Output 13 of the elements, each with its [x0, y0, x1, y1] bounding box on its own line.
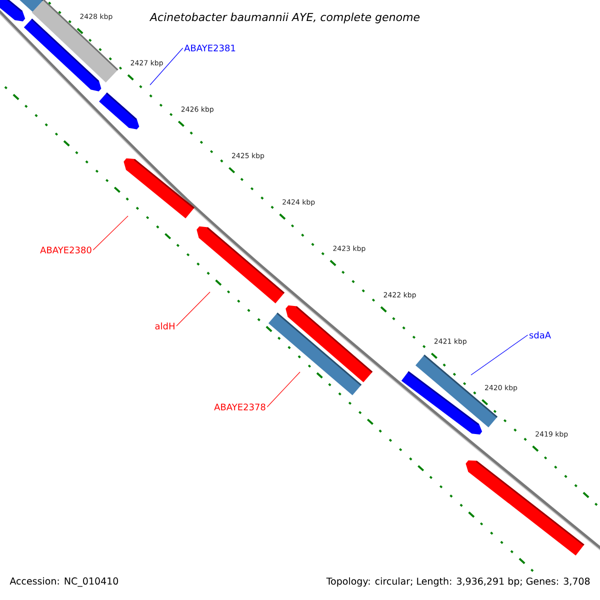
gene-label: ABAYE2378: [214, 404, 266, 410]
gene-label: ABAYE2381: [184, 44, 236, 52]
leader-line: [150, 48, 184, 86]
gene-label: ABAYE2380: [40, 246, 92, 254]
leader-line: [176, 292, 210, 326]
title: Acinetobacter baumannii AYE, complete genome: [149, 12, 420, 24]
leader-line: [470, 334, 528, 376]
footer-text: Topology: circular; Length: 3,936,291 bp; Genes: 3,708: [326, 577, 590, 587]
footer-text: Accession: NC_010410: [10, 577, 118, 587]
gene-label: sdaA: [529, 332, 551, 338]
gene-label: aldH: [155, 322, 174, 330]
leader-line: [92, 216, 128, 250]
leader-line: [266, 372, 300, 408]
